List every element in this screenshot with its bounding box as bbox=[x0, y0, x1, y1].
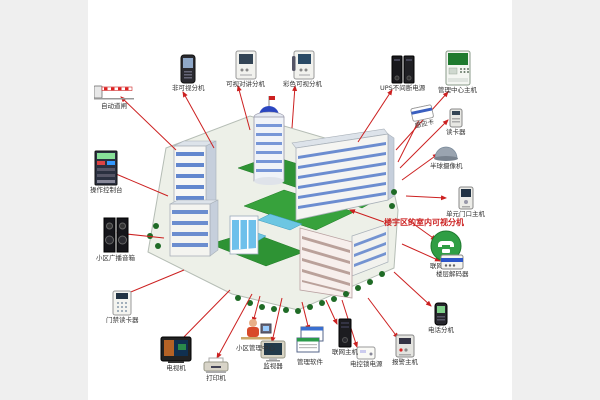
device-label: 电视机 bbox=[166, 364, 186, 372]
speakers-icon bbox=[103, 217, 128, 253]
node-phone-top: 非可视分机 bbox=[172, 54, 205, 92]
device-label: 半球摄像机 bbox=[430, 162, 463, 170]
management-host-icon bbox=[445, 50, 470, 86]
device-label: 感应卡 bbox=[414, 117, 435, 130]
device-label: UPS不间断电源 bbox=[380, 84, 426, 92]
video-intercom-icon bbox=[235, 50, 256, 80]
floor-decoder-icon bbox=[440, 254, 464, 270]
node-dome: 半球摄像机 bbox=[430, 144, 463, 170]
device-label: 自动道闸 bbox=[101, 102, 127, 110]
tv-icon bbox=[160, 336, 192, 363]
node-tv: 电视机 bbox=[160, 336, 192, 372]
node-reader: 读卡器 bbox=[446, 108, 466, 136]
node-intercom-a: 可视对讲分机 bbox=[226, 50, 265, 88]
device-label: 报警主机 bbox=[392, 358, 418, 366]
node-intercom-b: 彩色可视分机 bbox=[283, 50, 322, 88]
device-label: 监视器 bbox=[263, 362, 283, 370]
node-console: 操作控制台 bbox=[90, 150, 123, 194]
device-label: 电控锁电源 bbox=[350, 360, 383, 368]
node-net-host: 联网主机 bbox=[332, 318, 358, 356]
device-label: 电话分机 bbox=[428, 326, 454, 334]
node-card: 感应卡 bbox=[410, 104, 436, 130]
node-mgmt-host: 管理中心主机 bbox=[438, 50, 477, 94]
left-margin bbox=[0, 0, 88, 400]
central-note: 楼宇区的室内可视分机 bbox=[384, 218, 464, 227]
dome-camera-icon bbox=[434, 146, 459, 161]
device-label: 可视对讲分机 bbox=[226, 80, 265, 88]
barrier-gate-icon bbox=[94, 85, 134, 100]
crt-monitor-icon bbox=[260, 340, 286, 362]
node-lock-psu: 电控锁电源 bbox=[350, 346, 383, 368]
card-reader-icon bbox=[449, 108, 463, 128]
right-margin bbox=[512, 0, 600, 400]
node-door-reader: 门禁读卡器 bbox=[106, 290, 139, 324]
server-tower-icon bbox=[338, 318, 352, 348]
node-printer: 打印机 bbox=[202, 356, 230, 382]
alarm-host-icon bbox=[395, 334, 415, 358]
node-software: 管理软件 bbox=[296, 326, 324, 366]
node-speakers: 小区广播音箱 bbox=[96, 216, 135, 262]
software-screens-icon bbox=[296, 326, 324, 353]
device-label: 联网主机 bbox=[332, 348, 358, 356]
node-door-host: 单元门口主机 bbox=[446, 186, 485, 218]
node-ext-phone: 电话分机 bbox=[428, 302, 454, 334]
device-label: 楼层解码器 bbox=[436, 270, 469, 278]
device-label: 管理软件 bbox=[297, 358, 323, 366]
control-console-icon bbox=[94, 150, 118, 186]
device-label: 小区广播音箱 bbox=[96, 254, 135, 262]
printer-icon bbox=[203, 357, 229, 373]
operator-workstation-icon bbox=[240, 319, 271, 340]
door-station-icon bbox=[458, 186, 473, 210]
device-label: 管理中心主机 bbox=[438, 86, 477, 94]
access-keypad-icon bbox=[112, 290, 132, 316]
device-label: 非可视分机 bbox=[172, 84, 205, 92]
node-mgmt-center: 小区管理中心 bbox=[236, 316, 275, 352]
node-decoder: 楼层解码器 bbox=[436, 254, 469, 278]
mobile-phone-icon bbox=[434, 302, 448, 326]
device-label: 操作控制台 bbox=[90, 186, 123, 194]
power-supply-icon bbox=[356, 346, 376, 360]
node-monitor: 监视器 bbox=[260, 340, 286, 370]
node-barrier: 自动道闸 bbox=[94, 82, 134, 110]
device-label: 门禁读卡器 bbox=[106, 316, 139, 324]
ups-towers-icon bbox=[391, 55, 415, 84]
device-label: 小区管理中心 bbox=[236, 344, 275, 352]
device-label: 读卡器 bbox=[446, 128, 466, 136]
device-label: 彩色可视分机 bbox=[283, 80, 322, 88]
color-intercom-icon bbox=[291, 50, 314, 80]
device-label: 单元门口主机 bbox=[446, 210, 485, 218]
node-alarm-host: 报警主机 bbox=[392, 334, 418, 366]
handset-icon bbox=[180, 54, 196, 84]
device-label: 打印机 bbox=[206, 374, 226, 382]
node-ups: UPS不间断电源 bbox=[380, 54, 425, 92]
